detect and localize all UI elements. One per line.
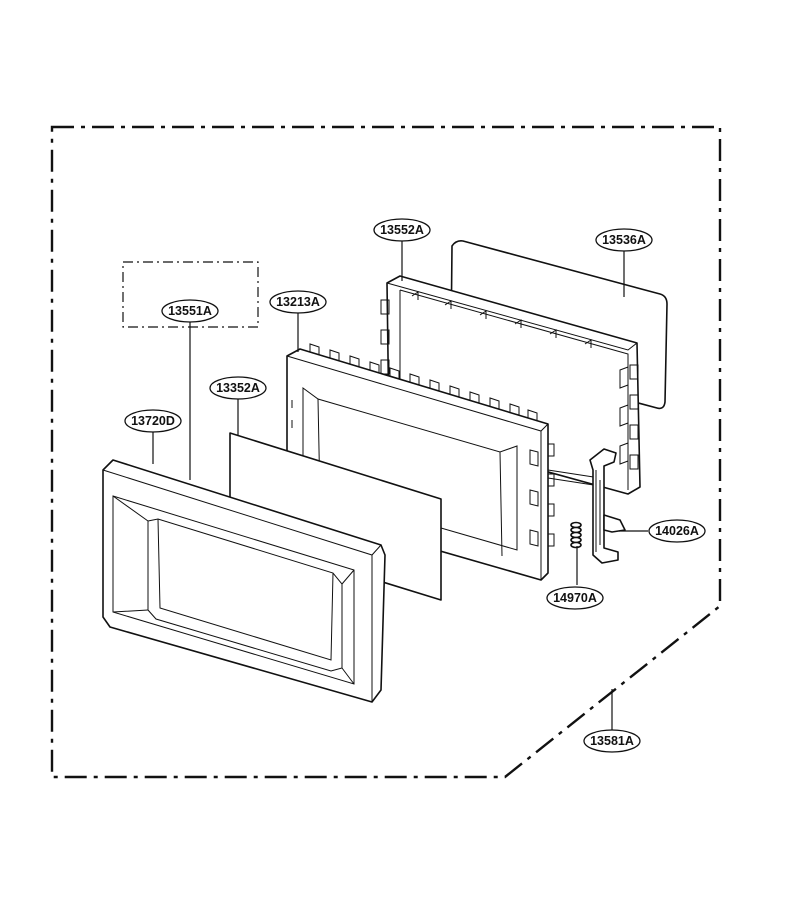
callout-label: 13720D: [131, 414, 175, 428]
callout-door-panel: 13213A: [269, 290, 327, 314]
callout-shield-screen: 13352A: [209, 376, 267, 400]
callout-label: 13213A: [276, 295, 320, 309]
callout-label: 13552A: [380, 223, 424, 237]
callout-label: 13352A: [216, 381, 260, 395]
callout-door-frame: 13720D: [124, 409, 182, 433]
callout-latch-hook: 14026A: [648, 519, 706, 543]
latch-spring: [570, 521, 582, 549]
callout-label: 14970A: [553, 591, 597, 605]
callout-choke-cover: 13552A: [373, 218, 431, 242]
callout-optional-part: 13551A: [161, 299, 219, 323]
callout-label: 14026A: [655, 524, 699, 538]
callout-label: 13536A: [602, 233, 646, 247]
leader-lines: [152, 240, 648, 730]
callout-window-glass: 13536A: [595, 228, 653, 252]
door-frame: [102, 459, 386, 703]
callout-label: 13551A: [168, 304, 212, 318]
callout-door-assembly: 13581A: [583, 729, 641, 753]
callout-latch-spring: 14970A: [546, 586, 604, 610]
latch-hook: [589, 448, 626, 564]
callout-label: 13581A: [590, 734, 634, 748]
latch-rod: [547, 469, 601, 487]
